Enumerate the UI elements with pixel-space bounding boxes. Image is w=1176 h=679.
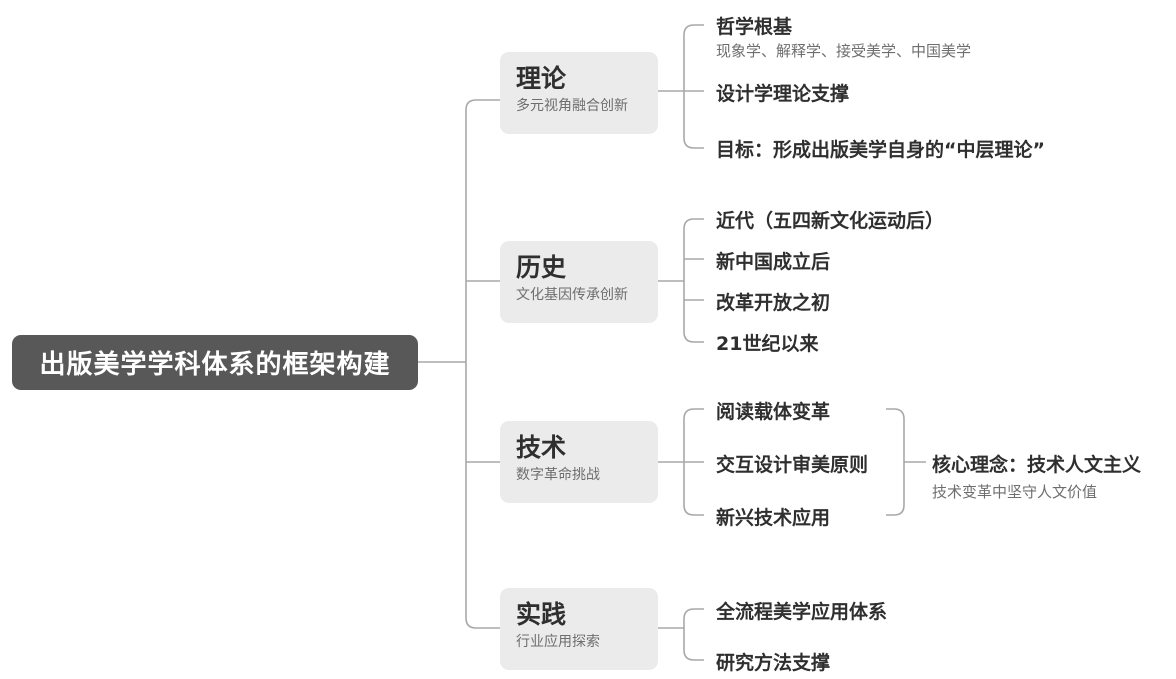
root-label: 出版美学学科体系的框架构建 xyxy=(39,350,391,380)
branch-subtitle: 行业应用探索 xyxy=(516,634,600,650)
leaf-item: 新兴技术应用 xyxy=(716,507,831,529)
leaf-item: 阅读载体变革 xyxy=(716,401,831,423)
history-leaf-lines xyxy=(683,218,704,343)
branch-history: 历史 文化基因传承创新 xyxy=(500,241,658,323)
leaf-item: 改革开放之初 xyxy=(716,292,831,314)
leaf-item: 研究方法支撑 xyxy=(716,652,831,674)
leaf-note: 现象学、解释学、接受美学、中国美学 xyxy=(716,42,972,60)
leaf-item: 全流程美学应用体系 xyxy=(716,601,888,623)
leaf-item: 交互设计审美原则 xyxy=(716,454,869,476)
branch-subtitle: 文化基因传承创新 xyxy=(516,287,628,303)
branch-tech: 技术 数字革命挑战 xyxy=(500,421,658,503)
leaf-item: 哲学根基 xyxy=(716,16,793,38)
branch-practice: 实践 行业应用探索 xyxy=(500,588,658,670)
leaf-item: 设计学理论支撑 xyxy=(716,83,850,105)
leaf-item: 新中国成立后 xyxy=(716,251,831,273)
main-spine xyxy=(465,99,477,629)
root-node: 出版美学学科体系的框架构建 xyxy=(12,335,418,390)
core-idea: 核心理念：技术人文主义 xyxy=(932,454,1142,476)
branch-title: 理论 xyxy=(516,64,567,93)
leaf-item: 目标：形成出版美学自身的“中层理论” xyxy=(716,139,1045,161)
core-idea-note: 技术变革中坚守人文价值 xyxy=(932,483,1098,501)
branch-title: 实践 xyxy=(516,600,567,629)
branch-subtitle: 数字革命挑战 xyxy=(516,467,600,483)
practice-leaf-lines xyxy=(683,608,704,661)
tech-core-bracket xyxy=(886,408,926,516)
branch-theory: 理论 多元视角融合创新 xyxy=(500,52,658,134)
leaf-item: 近代（五四新文化运动后） xyxy=(716,210,945,232)
leaf-item: 21世纪以来 xyxy=(716,333,819,355)
theory-leaf-lines xyxy=(683,24,704,149)
branch-title: 技术 xyxy=(516,433,567,462)
branch-title: 历史 xyxy=(516,253,567,282)
tech-leaf-lines xyxy=(683,408,704,516)
branch-subtitle: 多元视角融合创新 xyxy=(516,98,628,114)
